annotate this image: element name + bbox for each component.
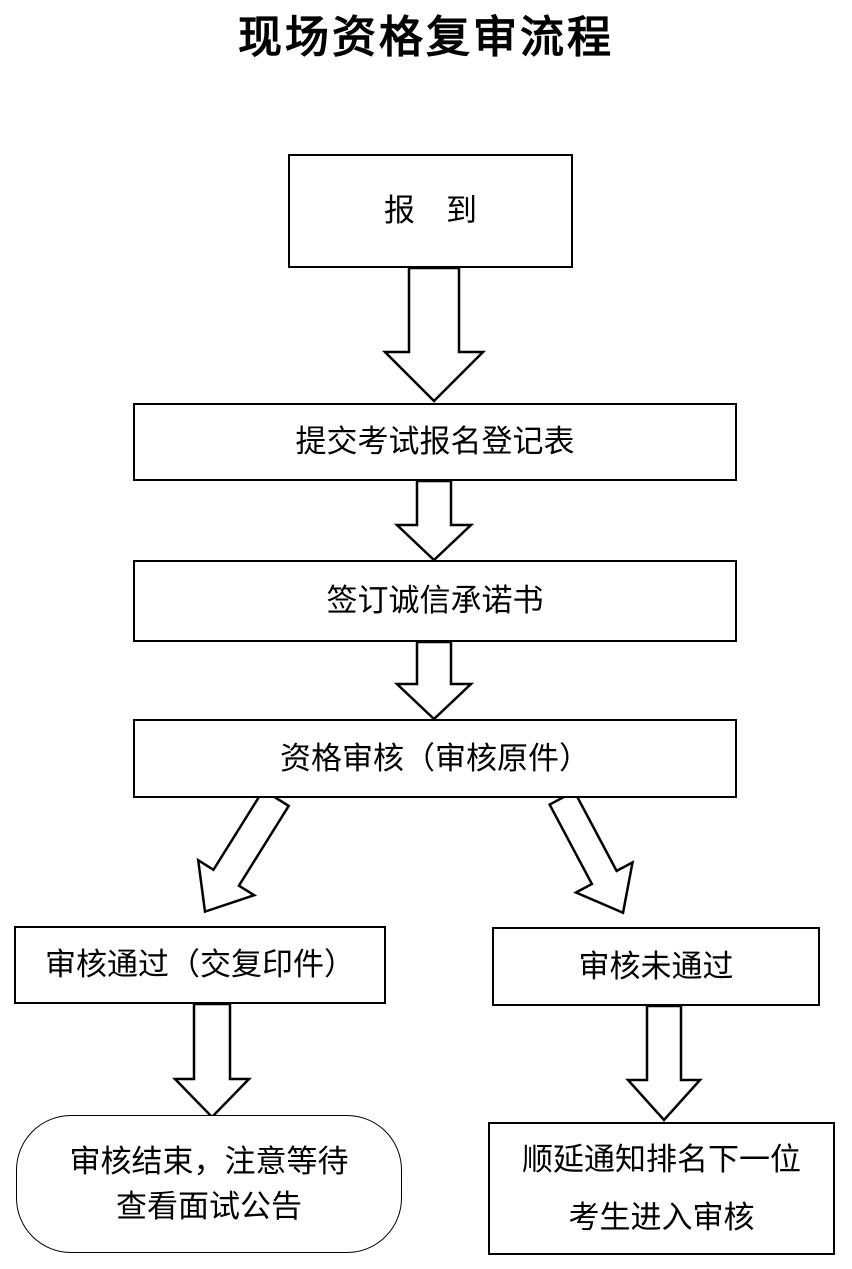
arrow-sign-to-review — [393, 640, 475, 721]
node-review-passed-label: 审核通过（交复印件） — [45, 947, 355, 982]
node-notify-next-line1: 顺延通知排名下一位 — [522, 1141, 801, 1177]
node-notify-next-line2: 考生进入审核 — [568, 1199, 755, 1235]
node-submit-form-label: 提交考试报名登记表 — [295, 424, 575, 459]
arrow-review-to-failed — [547, 789, 635, 915]
node-review-failed: 审核未通过 — [492, 927, 820, 1006]
node-sign-commitment: 签订诚信承诺书 — [133, 560, 737, 642]
node-review-failed-label: 审核未通过 — [578, 948, 734, 984]
node-review-passed: 审核通过（交复印件） — [14, 926, 386, 1004]
node-review-end-line1: 审核结束，注意等待 — [69, 1144, 349, 1179]
node-qualification-review-label: 资格审核（审核原件） — [280, 740, 590, 776]
arrow-submit-to-sign — [393, 479, 475, 562]
arrow-passed-to-end — [172, 1002, 252, 1119]
arrow-failed-to-next — [625, 1004, 703, 1122]
node-submit-form: 提交考试报名登记表 — [133, 403, 737, 481]
arrow-review-to-passed — [196, 788, 291, 914]
node-notify-next: 顺延通知排名下一位 考生进入审核 — [488, 1122, 835, 1255]
node-review-end: 审核结束，注意等待 查看面试公告 — [16, 1115, 402, 1253]
node-sign-commitment-label: 签订诚信承诺书 — [326, 583, 544, 618]
node-checkin: 报 到 — [288, 154, 573, 268]
page-title: 现场资格复审流程 — [238, 13, 614, 62]
node-review-end-line2: 查看面试公告 — [116, 1189, 302, 1224]
node-checkin-label: 报 到 — [384, 193, 477, 228]
node-qualification-review: 资格审核（审核原件） — [133, 719, 737, 798]
arrow-checkin-to-submit — [381, 266, 487, 403]
